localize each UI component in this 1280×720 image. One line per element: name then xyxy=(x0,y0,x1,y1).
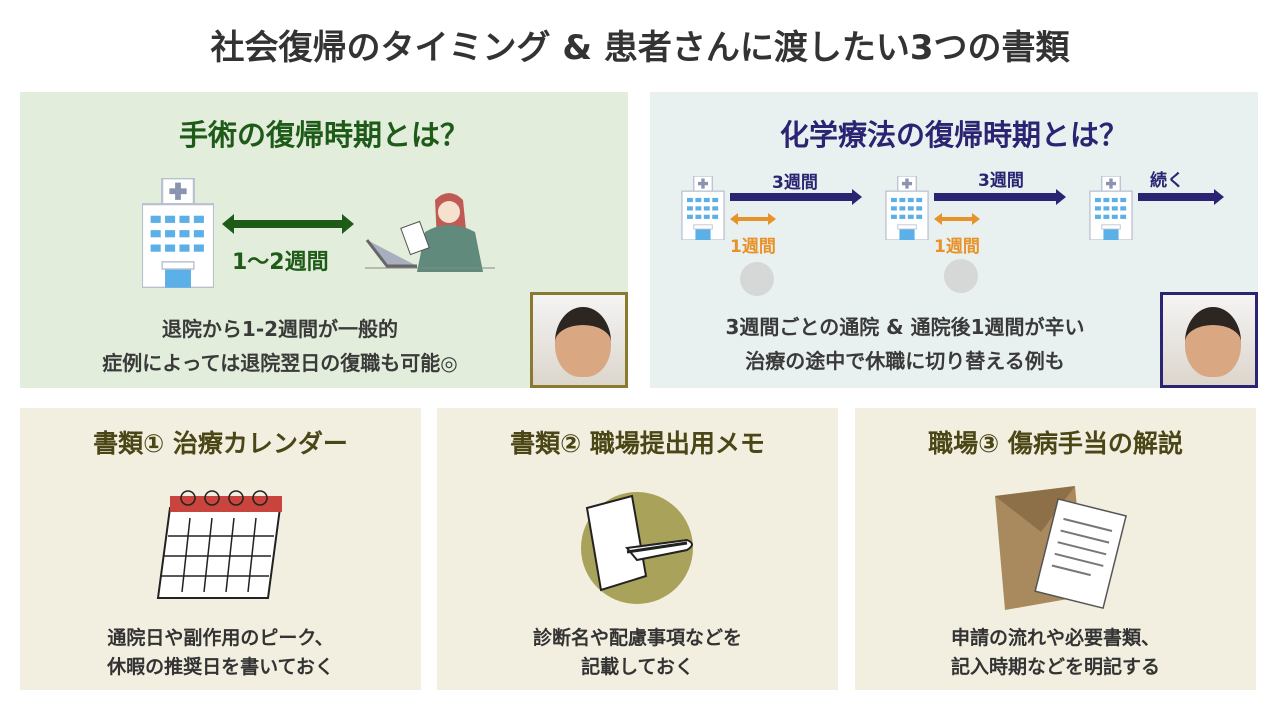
hard-week-label-1: 1週間 xyxy=(730,237,776,257)
document-card-2: 書類② 職場提出用メモ 診断名や配慮事項などを 記載しておく xyxy=(437,408,838,690)
card-line: 記載しておく xyxy=(581,656,694,678)
card-line: 記入時期などを明記する xyxy=(950,656,1160,678)
double-arrow-icon xyxy=(222,214,354,234)
memo-writing-icon xyxy=(581,492,693,604)
document-card-1: 書類① 治療カレンダー 通院日や副作用のピーク、 休暇の推奨日を書いておく xyxy=(20,408,421,690)
surgery-panel: 手術の復帰時期とは？ 1〜2週間 退院から1-2週間が一般的 症例によっては退院… xyxy=(20,92,628,388)
surgery-line-2: 症例によっては退院翌日の復職も可能◎ xyxy=(102,351,458,375)
surgery-description: 退院から1-2週間が一般的 症例によっては退院翌日の復職も可能◎ xyxy=(20,312,540,380)
card-description: 通院日や副作用のピーク、 休暇の推奨日を書いておく xyxy=(20,624,421,682)
surgery-title: 手術の復帰時期とは？ xyxy=(178,118,469,152)
office-worker-illustration-icon xyxy=(365,193,495,272)
card-title: 職場③ 傷病手当の解説 xyxy=(928,429,1183,458)
hospital-icon xyxy=(142,178,214,288)
card-line: 診断名や配慮事項などを xyxy=(532,627,742,649)
surgery-line-1: 退院から1-2週間が一般的 xyxy=(161,317,399,341)
card-line: 通院日や副作用のピーク、 xyxy=(107,627,334,649)
card-line: 休暇の推奨日を書いておく xyxy=(107,656,334,678)
card-line: 申請の流れや必要書類、 xyxy=(950,627,1160,649)
card-description: 申請の流れや必要書類、 記入時期などを明記する xyxy=(855,624,1256,682)
calendar-icon xyxy=(156,490,282,599)
cycle-label-1: 3週間 xyxy=(772,173,818,193)
chemo-panel: 化学療法の復帰時期とは？ 3週間 3週間 続く 1週間 1週間 3週間ごとの通院… xyxy=(650,92,1258,388)
page-title: 社会復帰のタイミング & 患者さんに渡したい3つの書類 xyxy=(210,28,1070,68)
cycle-label-2: 3週間 xyxy=(978,171,1024,191)
timeline-arrows xyxy=(730,189,1224,296)
worried-man-photo xyxy=(1160,292,1258,388)
chemo-description: 3週間ごとの通院 & 通院後1週間が辛い 治療の途中で休職に切り替える例も xyxy=(650,310,1160,378)
card-title: 書類① 治療カレンダー xyxy=(93,429,348,458)
chemo-line-2: 治療の途中で休職に切り替える例も xyxy=(745,349,1065,373)
card-title: 書類② 職場提出用メモ xyxy=(510,429,765,458)
hard-week-label-2: 1週間 xyxy=(934,237,980,257)
chemo-title: 化学療法の復帰時期とは？ xyxy=(779,118,1128,152)
envelope-document-icon xyxy=(995,486,1127,610)
chemo-line-1: 3週間ごとの通院 & 通院後1週間が辛い xyxy=(725,315,1085,339)
card-description: 診断名や配慮事項などを 記載しておく xyxy=(437,624,838,682)
document-card-3: 職場③ 傷病手当の解説 申請の流れや必要書類、 記入時期などを明記する xyxy=(855,408,1256,690)
continue-label: 続く xyxy=(1150,171,1184,191)
smiling-man-photo xyxy=(530,292,628,388)
surgery-interval: 1〜2週間 xyxy=(232,250,329,275)
